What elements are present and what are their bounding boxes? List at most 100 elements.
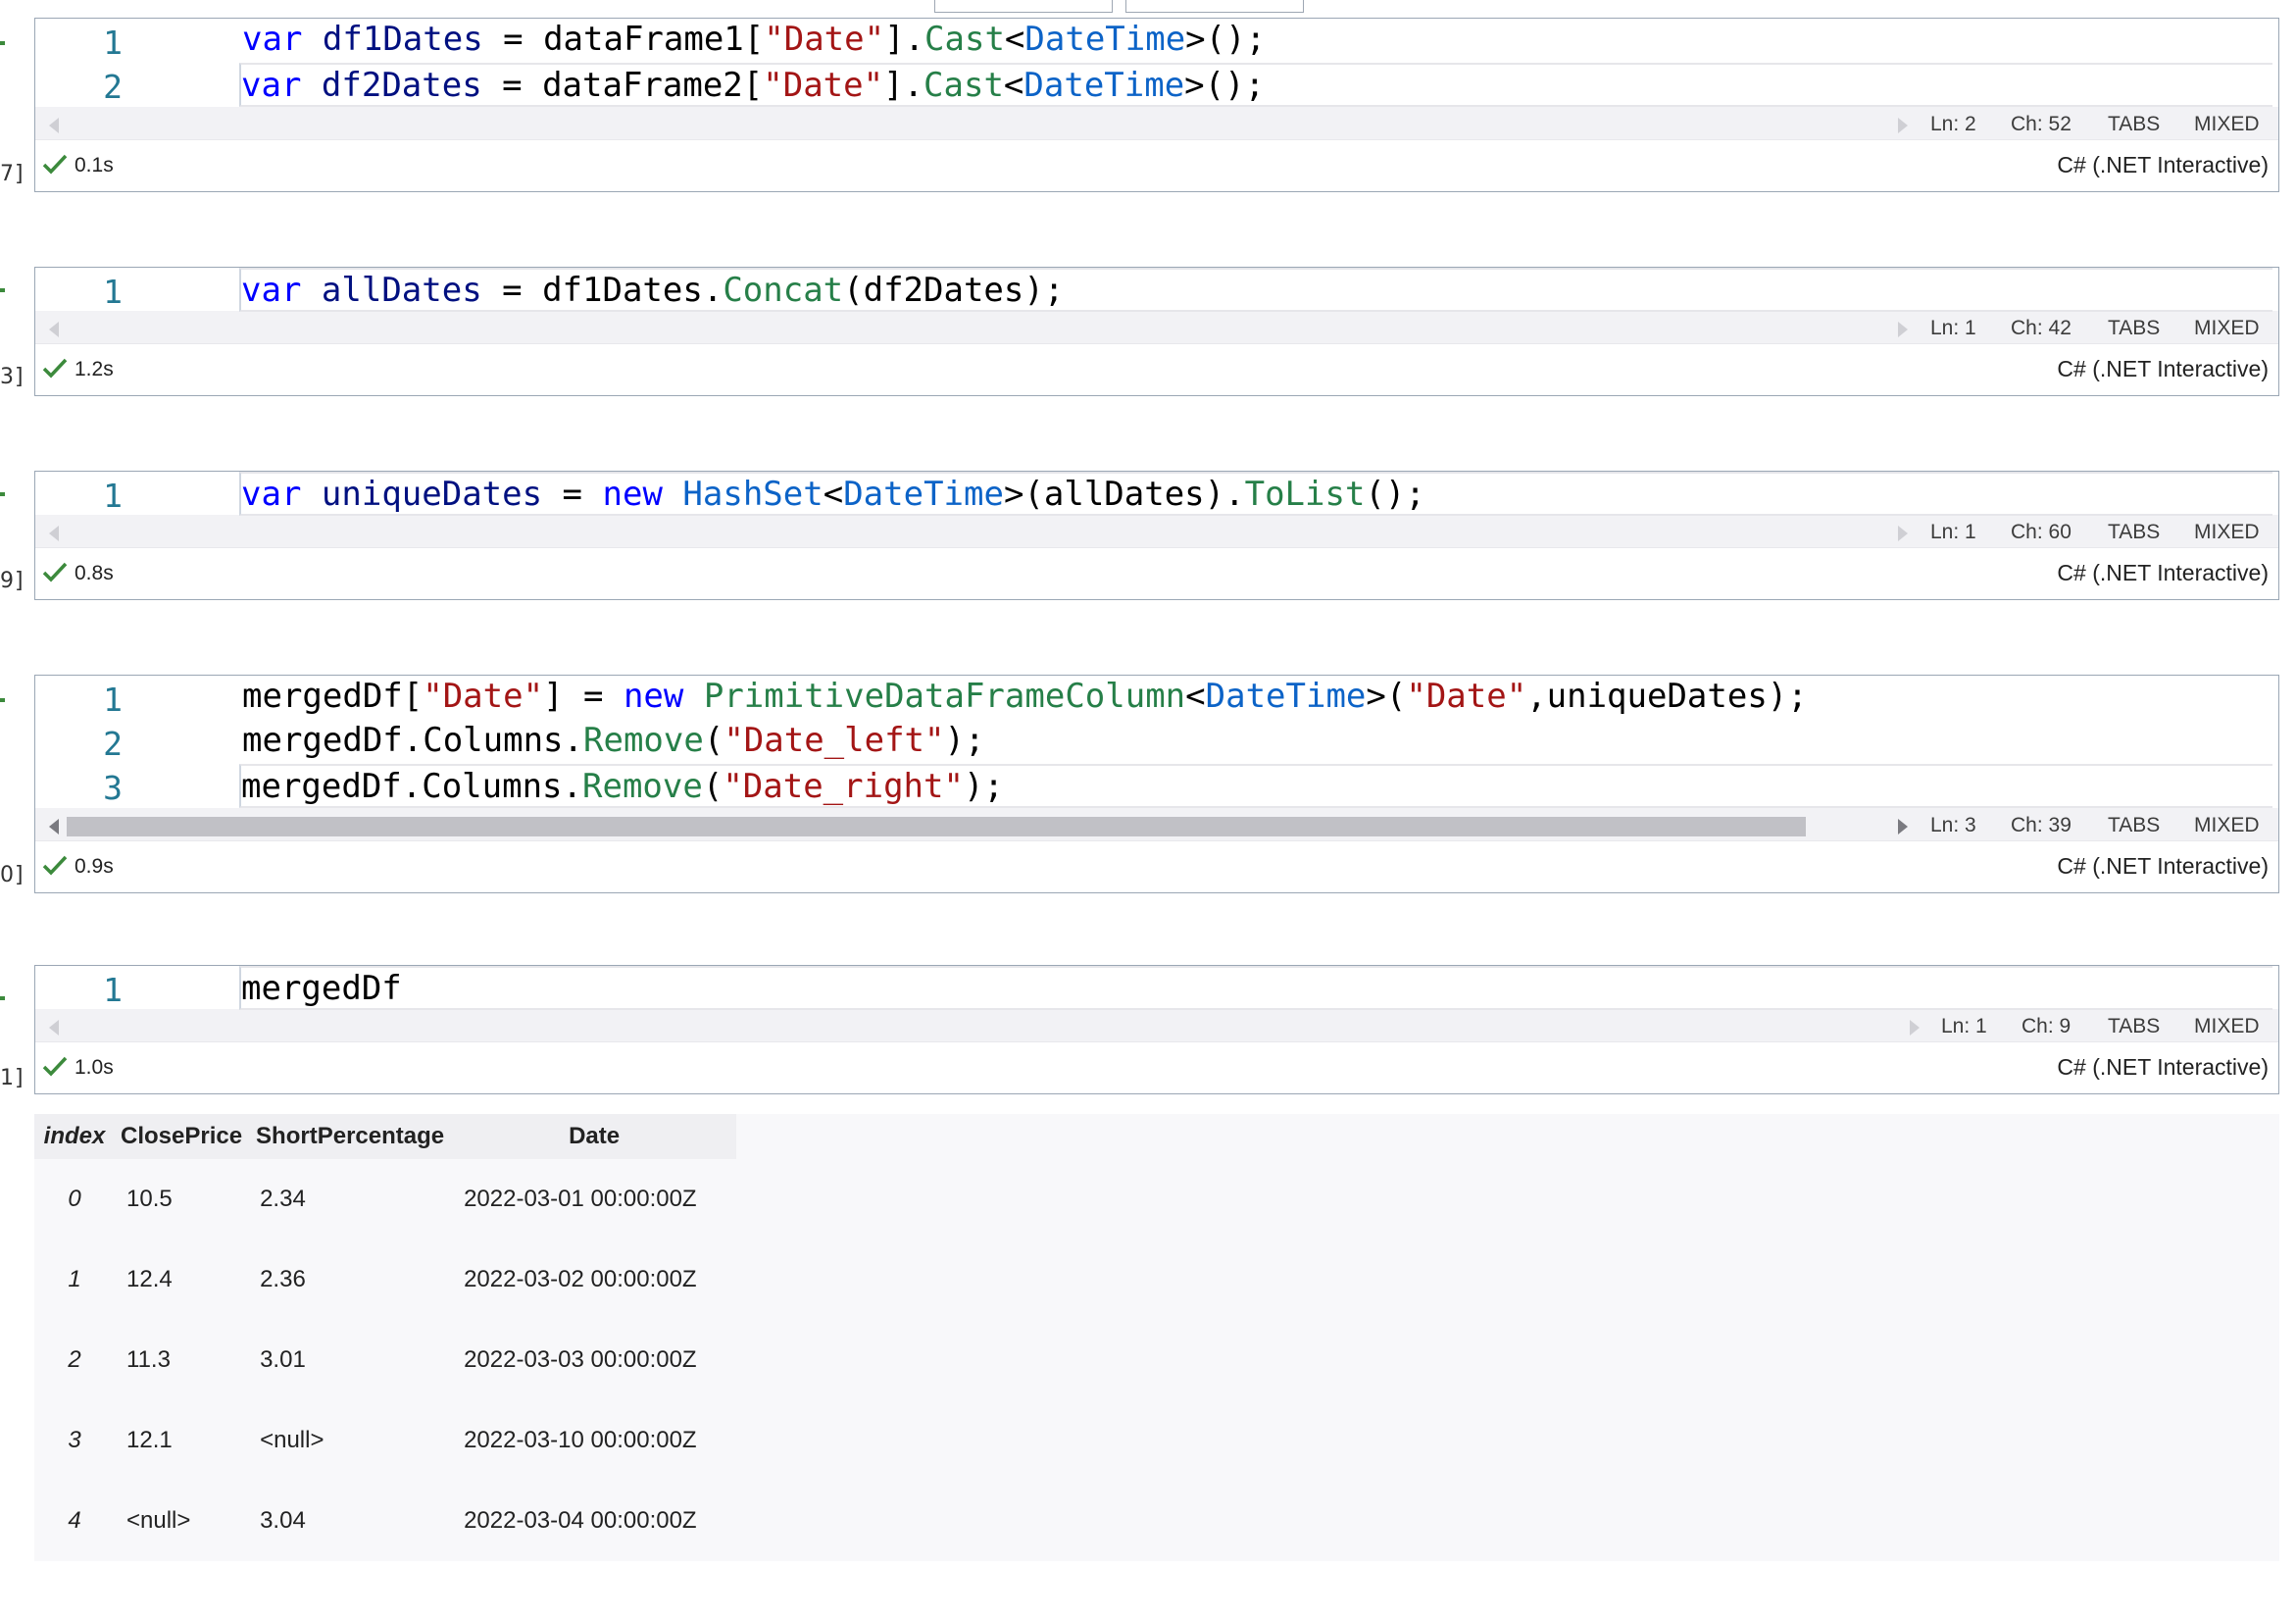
triangle-left-icon[interactable] (49, 819, 59, 834)
cell-status-bar: Ln: 1 Ch: 9 TABS MIXED (1941, 1015, 2260, 1038)
cell-shortpercentage: 2.34 (260, 1186, 306, 1212)
line-number: 1 (103, 273, 123, 311)
kernel-name[interactable]: C# (.NET Interactive) (2057, 152, 2269, 177)
code-line[interactable]: 2 mergedDf.Columns.Remove("Date_left"); (35, 720, 2278, 764)
kernel-name[interactable]: C# (.NET Interactive) (2057, 853, 2269, 879)
code-token-plain (301, 66, 321, 105)
code-token-plain: = dataFrame1[ (482, 20, 765, 59)
cell-shortpercentage: 3.01 (260, 1346, 306, 1373)
run-indicator (0, 996, 5, 1000)
code-cell-1[interactable]: 1 var df1Dates = dataFrame1["Date"].Cast… (34, 18, 2279, 192)
kernel-name[interactable]: C# (.NET Interactive) (2057, 560, 2269, 585)
code-token-var: df2Dates (321, 66, 482, 105)
scrollbar-thumb[interactable] (67, 817, 1806, 836)
execution-count: 1] (0, 1066, 25, 1090)
code-line[interactable]: 3 mergedDf.Columns.Remove("Date_right"); (35, 764, 2278, 808)
code-cell-2[interactable]: 1 var allDates = df1Dates.Concat(df2Date… (34, 267, 2279, 396)
line-ending: MIXED (2194, 814, 2260, 836)
code-line[interactable]: 2 var df2Dates = dataFrame2["Date"].Cast… (35, 63, 2278, 107)
row-index: 3 (68, 1427, 81, 1453)
code-line[interactable]: 1 var df1Dates = dataFrame1["Date"].Cast… (35, 19, 2278, 63)
table-row: 4 <null> 3.04 2022-03-04 00:00:00Z (34, 1481, 736, 1561)
code-line[interactable]: 1 mergedDf["Date"] = new PrimitiveDataFr… (35, 676, 2278, 720)
cursor-line: Ln: 3 (1930, 814, 1976, 836)
row-index: 1 (68, 1266, 81, 1292)
cell-status-bar: Ln: 3 Ch: 39 TABS MIXED (1930, 814, 2260, 837)
cell-closeprice: 11.3 (126, 1346, 171, 1373)
code-token-plain: ( (703, 721, 724, 760)
code-token-method: Remove (582, 767, 703, 806)
execution-status: 0.9s C# (.NET Interactive) (35, 840, 2278, 892)
code-token-type: DateTime (1024, 20, 1186, 59)
horizontal-scrollbar[interactable]: Ln: 1 Ch: 9 TABS MIXED (35, 1008, 2278, 1047)
code-line[interactable]: 1 var allDates = df1Dates.Concat(df2Date… (35, 268, 2278, 312)
code-line[interactable]: 1 var uniqueDates = new HashSet<DateTime… (35, 472, 2278, 516)
code-text[interactable]: mergedDf.Columns.Remove("Date_left"); (239, 720, 2272, 760)
code-token-method: ToList (1244, 475, 1366, 514)
code-token-kw: new (602, 475, 663, 514)
table-row: 1 12.4 2.36 2022-03-02 00:00:00Z (34, 1239, 736, 1320)
horizontal-scrollbar[interactable]: Ln: 1 Ch: 42 TABS MIXED (35, 310, 2278, 349)
code-token-type: DateTime (1023, 66, 1185, 105)
line-ending: MIXED (2194, 113, 2260, 135)
code-editor[interactable]: 1 mergedDf["Date"] = new PrimitiveDataFr… (35, 676, 2278, 808)
triangle-right-icon[interactable] (1898, 118, 1908, 133)
cursor-column: Ch: 52 (2011, 113, 2071, 135)
check-icon (42, 154, 68, 175)
toolbar-button-left[interactable] (934, 0, 1113, 13)
line-ending: MIXED (2194, 1015, 2260, 1037)
kernel-name[interactable]: C# (.NET Interactive) (2057, 356, 2269, 381)
triangle-left-icon[interactable] (49, 526, 59, 541)
horizontal-scrollbar[interactable]: Ln: 3 Ch: 39 TABS MIXED (35, 807, 2278, 846)
code-text[interactable]: mergedDf.Columns.Remove("Date_right"); (239, 764, 2272, 808)
triangle-right-icon[interactable] (1898, 526, 1908, 541)
triangle-left-icon[interactable] (49, 322, 59, 337)
code-token-kw: var (241, 475, 302, 514)
check-icon (42, 358, 68, 379)
code-cell-5[interactable]: 1 mergedDf Ln: 1 Ch: 9 TABS MIXED 1.0s C… (34, 965, 2279, 1094)
table-header-row: index ClosePrice ShortPercentage Date (34, 1114, 737, 1159)
line-number: 1 (103, 24, 123, 62)
code-editor[interactable]: 1 var uniqueDates = new HashSet<DateTime… (35, 472, 2278, 516)
horizontal-scrollbar[interactable]: Ln: 2 Ch: 52 TABS MIXED (35, 106, 2278, 145)
triangle-right-icon[interactable] (1898, 819, 1908, 834)
execution-duration: 1.2s (75, 358, 114, 380)
code-token-type: HashSet (682, 475, 824, 514)
code-text[interactable]: mergedDf["Date"] = new PrimitiveDataFram… (239, 676, 2272, 716)
code-token-plain: = (542, 475, 603, 514)
code-cell-4[interactable]: 1 mergedDf["Date"] = new PrimitiveDataFr… (34, 675, 2279, 893)
line-number: 1 (103, 477, 123, 515)
code-editor[interactable]: 1 var df1Dates = dataFrame1["Date"].Cast… (35, 19, 2278, 107)
kernel-name[interactable]: C# (.NET Interactive) (2057, 1054, 2269, 1080)
code-line[interactable]: 1 mergedDf (35, 966, 2278, 1010)
cell-status-bar: Ln: 1 Ch: 60 TABS MIXED (1930, 521, 2260, 544)
code-token-plain: < (823, 475, 844, 514)
cursor-line: Ln: 1 (1941, 1015, 1987, 1037)
code-token-plain (302, 20, 322, 59)
code-editor[interactable]: 1 var allDates = df1Dates.Concat(df2Date… (35, 268, 2278, 312)
code-editor[interactable]: 1 mergedDf (35, 966, 2278, 1010)
horizontal-scrollbar[interactable]: Ln: 1 Ch: 60 TABS MIXED (35, 514, 2278, 553)
cell-status-bar: Ln: 1 Ch: 42 TABS MIXED (1930, 317, 2260, 340)
code-token-str: "Date" (1406, 677, 1527, 716)
code-text[interactable]: mergedDf (239, 966, 2272, 1010)
code-token-plain: mergedDf[ (242, 677, 424, 716)
triangle-left-icon[interactable] (49, 1020, 59, 1036)
column-header-closeprice: ClosePrice (115, 1114, 249, 1159)
cell-closeprice: 12.4 (126, 1266, 173, 1292)
code-text[interactable]: var uniqueDates = new HashSet<DateTime>(… (239, 472, 2272, 516)
code-text[interactable]: var df2Dates = dataFrame2["Date"].Cast<D… (239, 63, 2272, 107)
triangle-right-icon[interactable] (1898, 322, 1908, 337)
line-number: 2 (103, 68, 123, 106)
triangle-right-icon[interactable] (1910, 1020, 1920, 1036)
row-index: 4 (68, 1507, 81, 1534)
toolbar-button-right[interactable] (1125, 0, 1304, 13)
triangle-left-icon[interactable] (49, 118, 59, 133)
code-token-kw: var (242, 20, 303, 59)
code-token-plain: = dataFrame2[ (481, 66, 764, 105)
code-cell-3[interactable]: 1 var uniqueDates = new HashSet<DateTime… (34, 471, 2279, 600)
line-number: 3 (103, 769, 123, 807)
code-text[interactable]: var allDates = df1Dates.Concat(df2Dates)… (239, 268, 2272, 312)
line-number: 1 (103, 971, 123, 1009)
code-text[interactable]: var df1Dates = dataFrame1["Date"].Cast<D… (239, 19, 2272, 59)
